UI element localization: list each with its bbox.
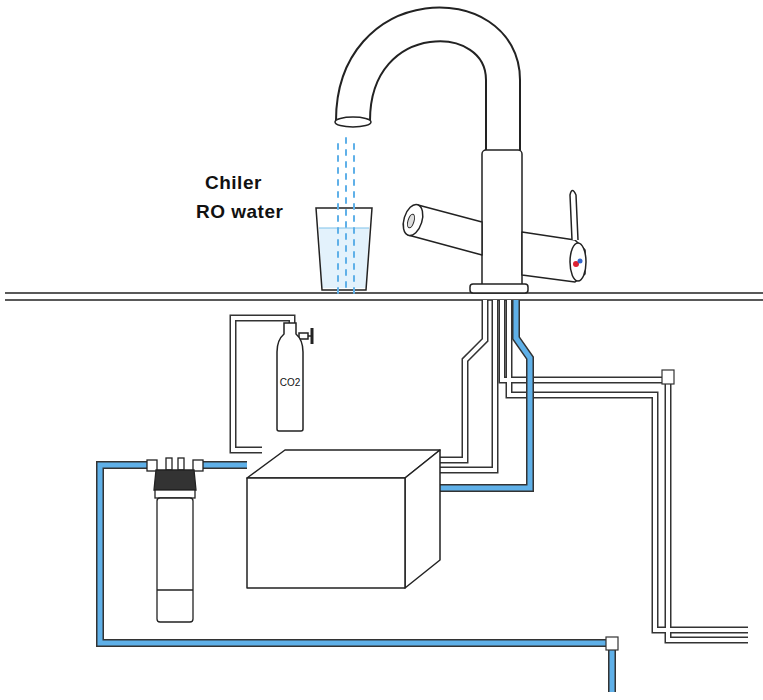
water-drop [345,270,347,275]
water-drop [345,246,347,251]
glass [316,208,372,290]
water-drop [345,174,347,179]
water-drop [353,192,355,197]
water-drop [337,264,339,269]
water-drop [337,216,339,221]
water-drop [353,168,355,173]
water-drop [337,252,339,257]
water-drop [353,156,355,161]
water-drop [337,204,339,209]
water-drop [345,138,347,143]
water-drop [337,156,339,161]
node-text: CO2 [276,322,304,388]
water-drop [353,240,355,245]
water-filter [147,458,203,622]
water-drop [337,144,339,149]
water-drop [337,168,339,173]
water-drop [345,210,347,215]
water-drop [353,144,355,149]
water-drop [345,162,347,167]
chiller-box [247,450,440,588]
caption-label: RO water [196,201,283,223]
water-drop [337,276,339,281]
water-drop [353,228,355,233]
caption-label: Chiler [205,172,262,194]
water-tubes [100,300,618,692]
water-drop [353,252,355,257]
water-drop [345,282,347,287]
water-drop [345,222,347,227]
water-drop [345,150,347,155]
water-drop [353,216,355,221]
co2-bottle: CO2 [276,322,304,432]
water-stream [338,138,354,293]
water-drop [337,180,339,185]
faucet [335,24,586,293]
water-drop [353,276,355,281]
water-drop [337,240,339,245]
water-drop [353,288,355,293]
water-drop [353,180,355,185]
water-drop [337,288,339,293]
water-drop [345,234,347,239]
water-drop [345,198,347,203]
water-drop [353,204,355,209]
grey-tubes [233,300,748,640]
water-drop [337,192,339,197]
water-drop [345,186,347,191]
water-drop [353,264,355,269]
water-drop [345,258,347,263]
countertop [5,293,763,300]
water-drop [337,228,339,233]
